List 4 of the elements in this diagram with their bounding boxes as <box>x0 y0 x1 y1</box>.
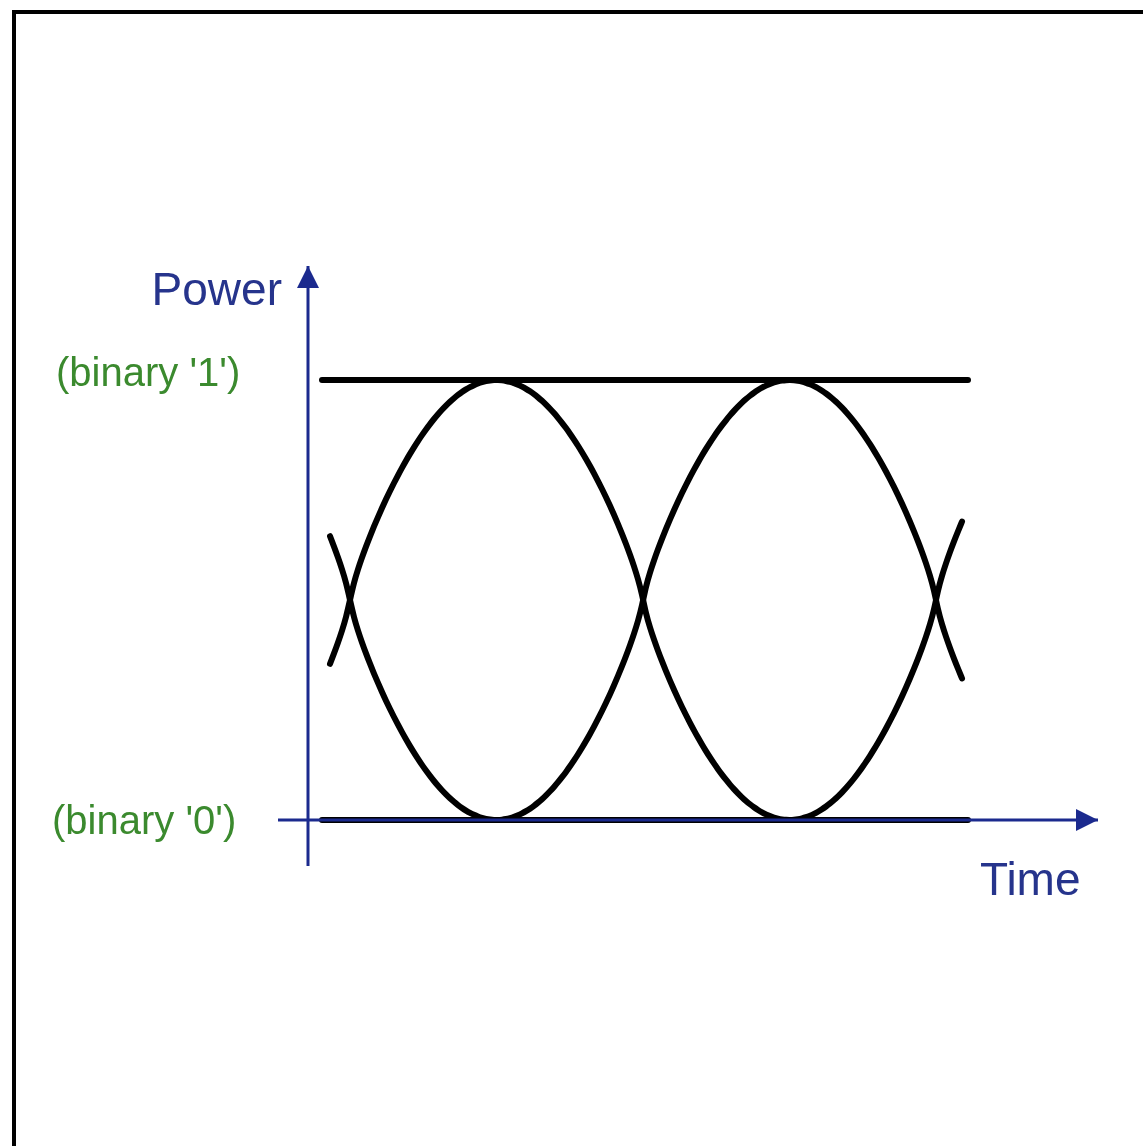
axis-title: Time <box>980 856 1081 902</box>
axis-title: Power <box>151 266 282 312</box>
level-label: (binary '1') <box>56 352 241 392</box>
level-label: (binary '0') <box>52 800 237 840</box>
